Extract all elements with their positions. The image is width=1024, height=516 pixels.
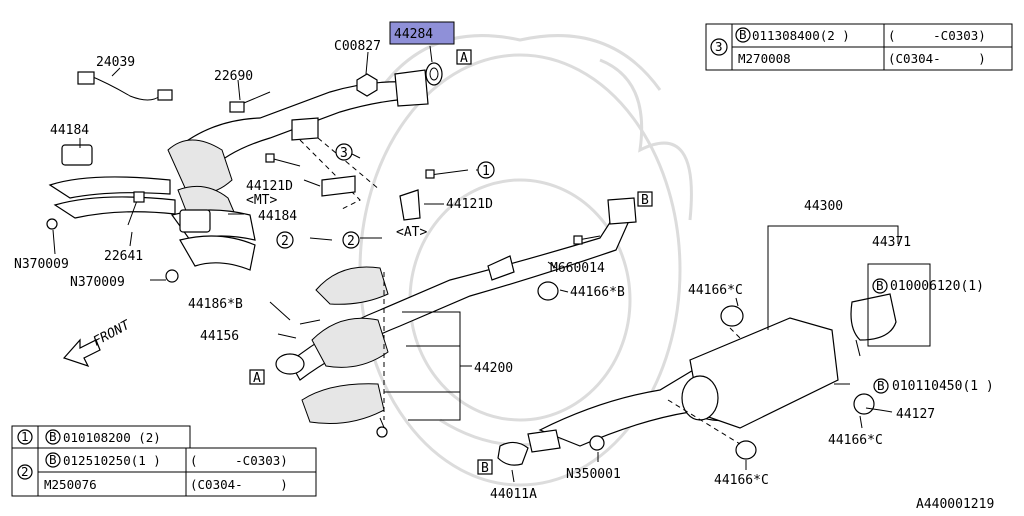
front-arrow: FRONT	[62, 317, 134, 368]
table-tr-row2-range: (C0304- )	[888, 51, 986, 66]
label-44166C-b: 44166*C	[828, 433, 883, 448]
table-bl-row3-range: (C0304- )	[190, 477, 288, 492]
label-22641: 22641	[104, 249, 143, 264]
label-24039: 24039	[96, 55, 135, 70]
callout-3: 3	[340, 146, 348, 161]
label-bolt-010110450: 010110450(1 )	[892, 379, 994, 394]
front-label: FRONT	[91, 317, 134, 349]
table-tr-row1-part: 011308400(2 )	[752, 28, 850, 43]
label-44184-top: 44184	[50, 123, 89, 138]
label-M660014: M660014	[550, 261, 605, 276]
table-bl-row2-bolt: B	[49, 452, 57, 467]
callout-2b: 2	[347, 234, 355, 249]
table-bl-row1-part: 010108200 (2)	[63, 430, 161, 445]
label-N370009-a: N370009	[14, 257, 69, 272]
table-tr-num: 3	[715, 39, 723, 54]
callout-1: 1	[482, 164, 490, 179]
label-44200: 44200	[474, 361, 513, 376]
label-44127: 44127	[896, 407, 935, 422]
callout-2a: 2	[281, 234, 289, 249]
label-44121D-b: 44121D	[446, 197, 493, 212]
label-44166C-c: 44166*C	[714, 473, 769, 488]
label-22690: 22690	[214, 69, 253, 84]
label-N370009-b: N370009	[70, 275, 125, 290]
box-B-top: B	[641, 193, 649, 208]
table-bl-row2-num: 2	[21, 464, 29, 479]
rear-muffler	[497, 225, 931, 466]
label-44186B: 44186*B	[188, 297, 243, 312]
table-bottom-left: 1 B 010108200 (2) 2 B 012510250(1 ) ( -C…	[11, 425, 317, 497]
table-bl-row3-part: M250076	[44, 477, 97, 492]
label-44121D-a: 44121D	[246, 179, 293, 194]
box-B-bottom: B	[481, 461, 489, 476]
ref-code: A440001219	[916, 497, 994, 512]
label-44371: 44371	[872, 235, 911, 250]
label-44011A: 44011A	[490, 487, 537, 502]
part-labels: 24039 22690 44184 44184 22641 N370009 N3…	[14, 27, 994, 512]
label-N350001: N350001	[566, 467, 621, 482]
table-tr-row2-part: M270008	[738, 51, 791, 66]
label-bolt-010006120: 010006120(1)	[890, 279, 984, 294]
label-mt: <MT>	[246, 193, 277, 208]
box-A-bottom: A	[253, 371, 261, 386]
table-bl-row1-num: 1	[21, 429, 29, 444]
label-44184-mid: 44184	[258, 209, 297, 224]
table-bl-row2-range: ( -C0303)	[190, 453, 288, 468]
table-bl-row1-bolt: B	[49, 429, 57, 444]
table-tr-row1-bolt: B	[739, 27, 747, 42]
table-bl-row2-part: 012510250(1 )	[63, 453, 161, 468]
highlight-44284	[389, 21, 455, 45]
table-top-right: 3 B 011308400(2 ) ( -C0303) M270008 (C03…	[705, 23, 1013, 71]
label-44284: 44284	[394, 27, 433, 42]
label-C00827: C00827	[334, 39, 381, 54]
table-tr-row1-range: ( -C0303)	[888, 28, 986, 43]
box-A-top: A	[460, 51, 468, 66]
leader-lines	[52, 45, 893, 483]
center-pipe	[275, 197, 637, 438]
callouts: 3 1 2 2 A A B B B B	[249, 49, 889, 476]
front-manifold	[46, 62, 469, 283]
bolt-B-symbol-2: B	[877, 378, 885, 393]
label-44156: 44156	[200, 329, 239, 344]
label-44300: 44300	[804, 199, 843, 214]
label-at: <AT>	[396, 225, 427, 240]
bolt-B-symbol-1: B	[876, 278, 884, 293]
label-44166C-a: 44166*C	[688, 283, 743, 298]
label-44166B: 44166*B	[570, 285, 625, 300]
